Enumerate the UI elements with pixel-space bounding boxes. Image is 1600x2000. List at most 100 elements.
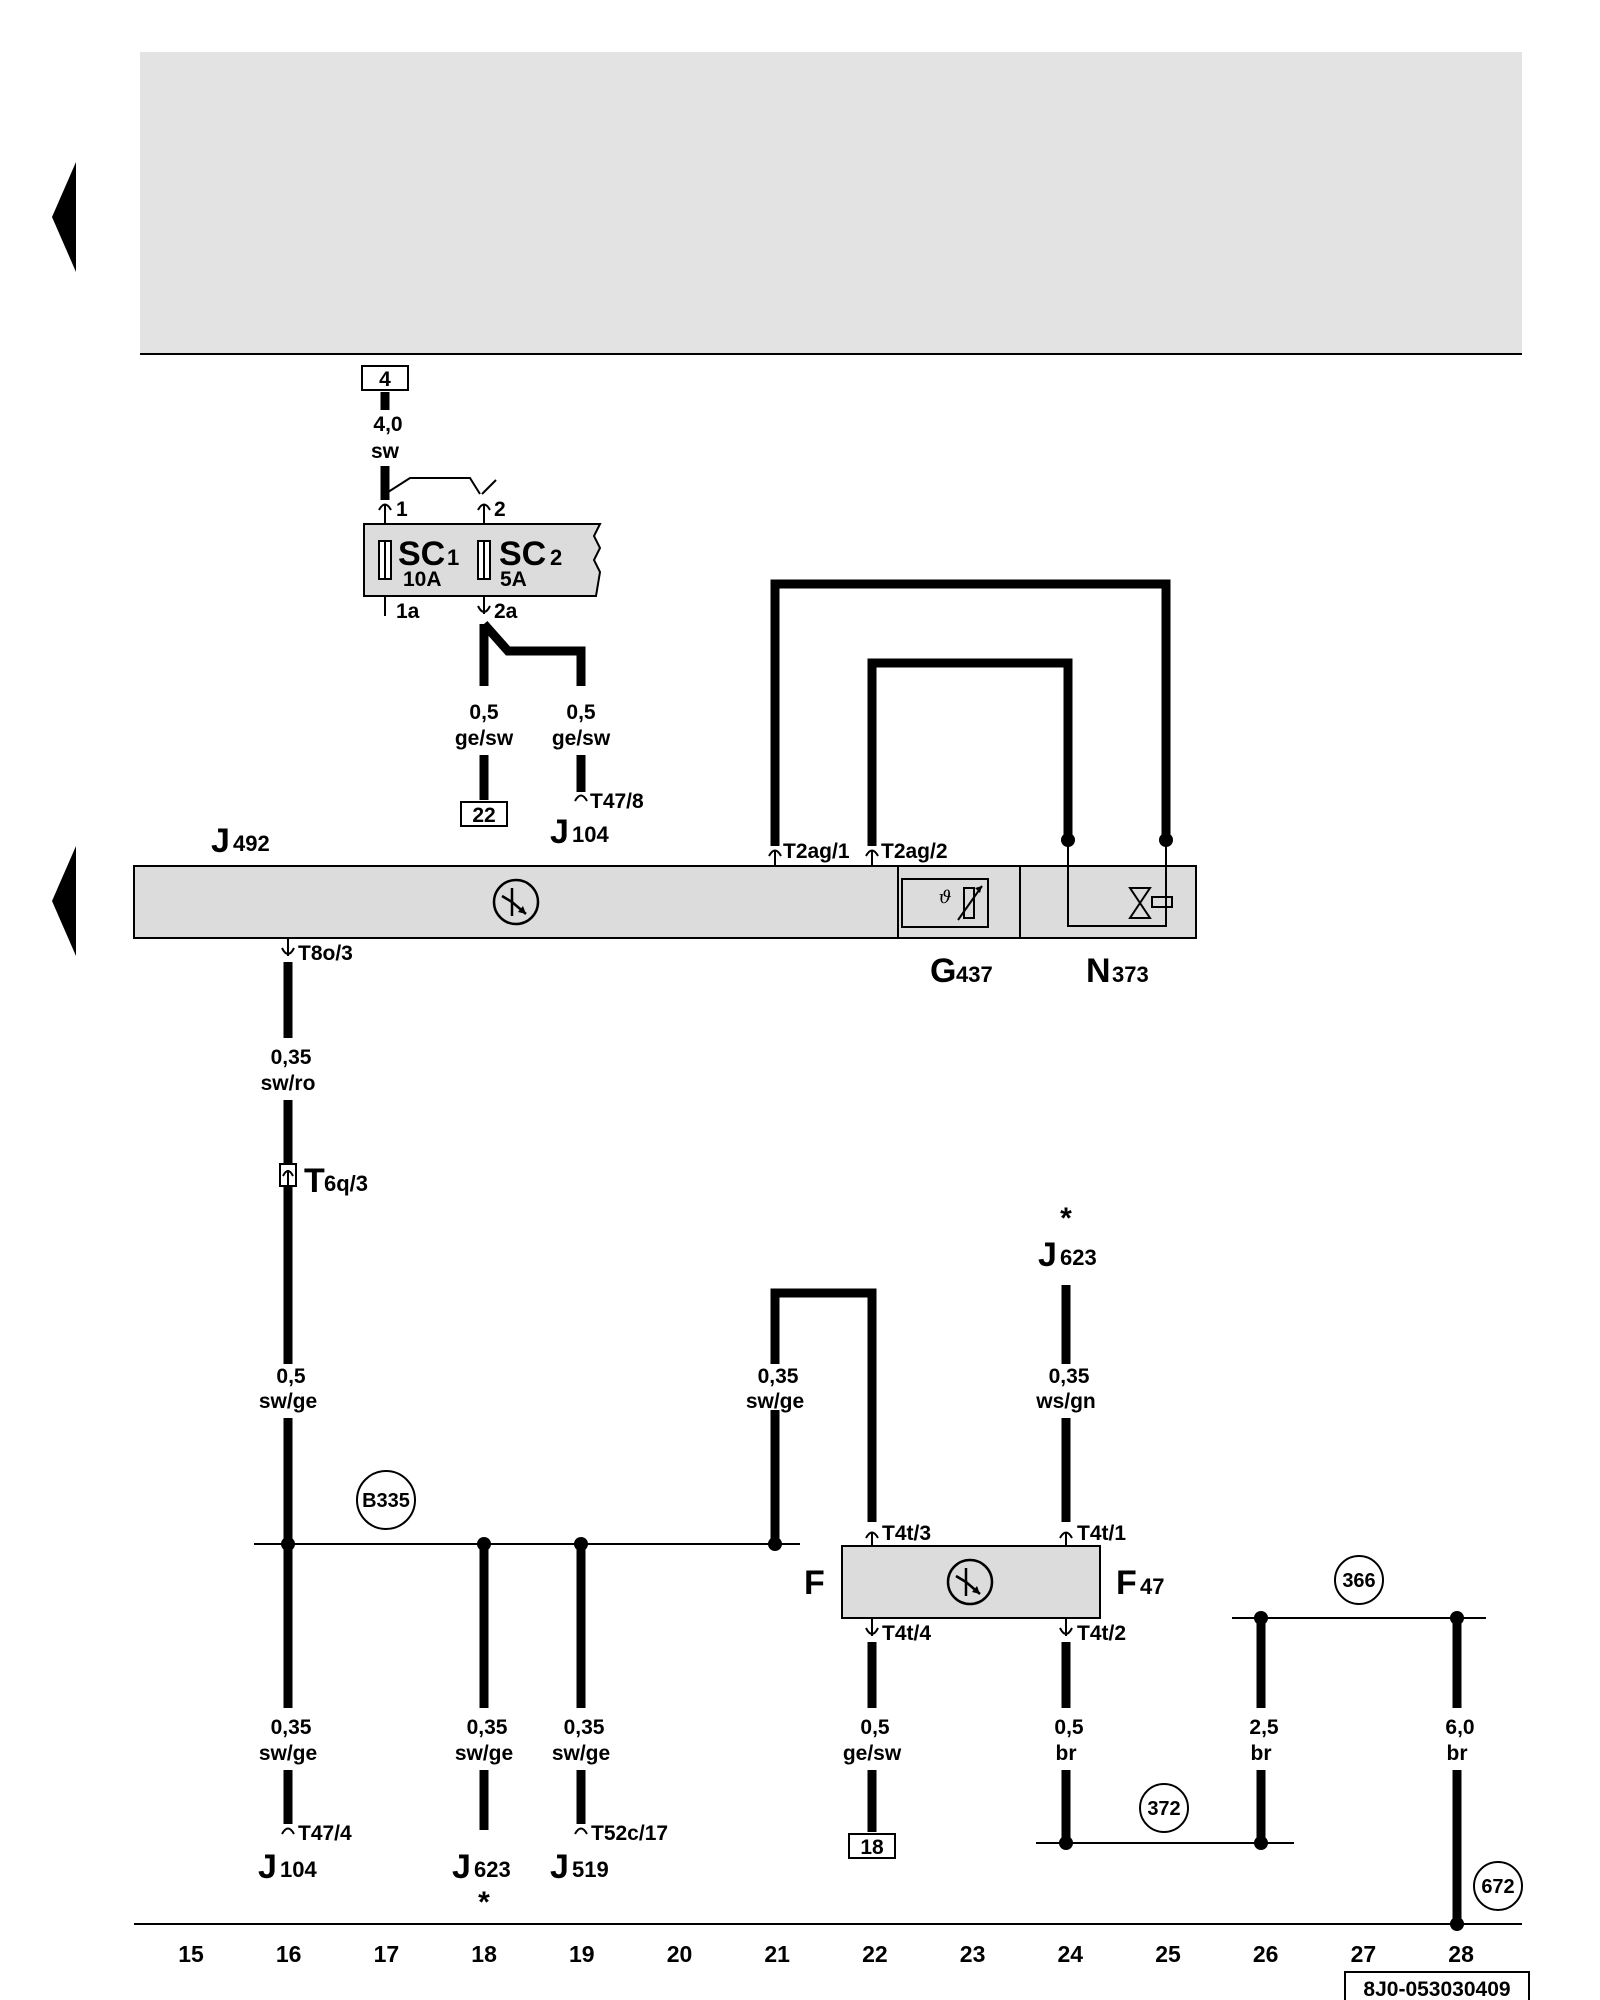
pin-t47-8: T47/8 bbox=[590, 790, 644, 813]
wire-loop-outer bbox=[770, 579, 1171, 846]
pin-t47-4: T47/4 bbox=[298, 1822, 352, 1845]
ref-box-18[interactable] bbox=[848, 1833, 896, 1859]
wire-2a-split bbox=[480, 621, 586, 686]
pin-marker-t4t-2 bbox=[1059, 1618, 1073, 1636]
wire-in-color: sw bbox=[371, 440, 400, 463]
wire-loop-inner bbox=[867, 658, 1073, 846]
comp-j104-bot-sub: 104 bbox=[280, 1857, 317, 1882]
wire-col18-low-color: sw/ge bbox=[455, 1742, 513, 1765]
wire-col22-low-size: 0,5 bbox=[860, 1716, 890, 1739]
column-number-19: 19 bbox=[569, 1941, 595, 1967]
circle-b335[interactable] bbox=[356, 1470, 416, 1530]
comp-j623-bot-mark: * bbox=[478, 1886, 490, 1919]
comp-f47-letter: F bbox=[1116, 1564, 1137, 1602]
circle-372[interactable] bbox=[1139, 1783, 1189, 1833]
fuse-sc1-name: SC bbox=[398, 535, 445, 573]
column-number-27: 27 bbox=[1351, 1941, 1377, 1967]
column-number-24: 24 bbox=[1058, 1941, 1084, 1967]
svg-text:ϑ: ϑ bbox=[939, 887, 952, 908]
control-unit-j492[interactable] bbox=[133, 865, 1197, 939]
pin-t4t-2: T4t/2 bbox=[1077, 1622, 1126, 1645]
comp-g437-letter: G bbox=[930, 952, 956, 990]
wire-col28-size: 6,0 bbox=[1445, 1716, 1474, 1739]
electronic-unit-icon bbox=[946, 1558, 994, 1606]
electronic-unit-icon bbox=[492, 878, 540, 926]
fuse-pin-1a: 1a bbox=[396, 600, 420, 623]
circle-672[interactable] bbox=[1473, 1861, 1523, 1911]
switch-f47[interactable] bbox=[841, 1545, 1101, 1619]
pin-t4t-1: T4t/1 bbox=[1077, 1522, 1126, 1545]
comp-j492-letter: J bbox=[211, 822, 230, 860]
column-number-25: 25 bbox=[1155, 1941, 1181, 1967]
wire-col28-color: br bbox=[1447, 1742, 1468, 1765]
comp-f47-sub: 47 bbox=[1140, 1574, 1164, 1599]
comp-f-left-letter: F bbox=[804, 1564, 825, 1602]
comp-j623-bot-sub: 623 bbox=[474, 1857, 511, 1882]
column-number-22: 22 bbox=[862, 1941, 888, 1967]
column-number-28: 28 bbox=[1448, 1941, 1474, 1967]
wire-t8o-size: 0,35 bbox=[271, 1046, 312, 1069]
column-number-23: 23 bbox=[960, 1941, 986, 1967]
pin-t8o-3: T8o/3 bbox=[298, 942, 353, 965]
ref-box-22[interactable] bbox=[460, 801, 508, 827]
fuse-sc1-rating: 10A bbox=[403, 568, 442, 591]
ref-box-4-label: 4 bbox=[379, 368, 391, 391]
comp-n373-sub: 373 bbox=[1112, 962, 1149, 987]
ref-box-22-label: 22 bbox=[472, 804, 495, 827]
doc-code-box bbox=[1344, 1971, 1530, 2000]
wire-col16-mid-color: sw/ge bbox=[259, 1390, 317, 1413]
fuse-sc2-sub: 2 bbox=[550, 545, 562, 570]
wire-col22-low-color: ge/sw bbox=[843, 1742, 902, 1765]
wire-2a-left-color: ge/sw bbox=[455, 727, 514, 750]
wire-col21-size: 0,35 bbox=[758, 1365, 799, 1388]
wire-2a-left-size: 0,5 bbox=[469, 701, 499, 724]
pin-marker-t8o-3 bbox=[281, 938, 295, 956]
wire-col26-size: 2,5 bbox=[1249, 1716, 1279, 1739]
pin-marker-t4t-1 bbox=[1059, 1531, 1073, 1546]
circle-366[interactable] bbox=[1334, 1555, 1384, 1605]
prev-section-arrow-icon[interactable] bbox=[52, 846, 76, 956]
solenoid-valve-icon bbox=[1128, 887, 1173, 919]
pin-marker-1 bbox=[378, 503, 392, 524]
wire-col24-low-color: br bbox=[1056, 1742, 1077, 1765]
circle-672-label: 672 bbox=[1481, 1876, 1514, 1898]
column-number-17: 17 bbox=[374, 1941, 400, 1967]
wire-col19-low-size: 0,35 bbox=[564, 1716, 605, 1739]
wire-col24-low-size: 0,5 bbox=[1054, 1716, 1084, 1739]
pin-marker-2a bbox=[477, 596, 491, 614]
comp-j623-top-letter: J bbox=[1038, 1236, 1057, 1274]
comp-t6q-letter: T bbox=[304, 1162, 325, 1200]
node-372-24 bbox=[1059, 1836, 1073, 1850]
wire-col24-top-size: 0,35 bbox=[1049, 1365, 1090, 1388]
wire-col16-low-color: sw/ge bbox=[259, 1742, 317, 1765]
comp-j519-sub: 519 bbox=[572, 1857, 609, 1882]
ref-box-18-label: 18 bbox=[860, 1836, 884, 1859]
comp-j623-bot-letter: J bbox=[452, 1848, 471, 1886]
wire-in-size: 4,0 bbox=[373, 413, 402, 436]
comp-j519-letter: J bbox=[550, 1848, 569, 1886]
pin-t4t-3: T4t/3 bbox=[882, 1522, 931, 1545]
fuse-bridge-tick bbox=[481, 479, 497, 495]
wire-col26-color: br bbox=[1251, 1742, 1272, 1765]
wire-col19-low-color: sw/ge bbox=[552, 1742, 610, 1765]
doc-code: 8J0-053030409 bbox=[1363, 1978, 1510, 2000]
prev-page-arrow-icon[interactable] bbox=[52, 162, 76, 272]
temperature-sensor-icon: ϑ bbox=[939, 885, 983, 921]
column-number-20: 20 bbox=[667, 1941, 693, 1967]
wire-col24-top-color: ws/gn bbox=[1035, 1390, 1096, 1413]
comp-t6q-sub: 6q/3 bbox=[324, 1171, 368, 1196]
ref-box-4[interactable] bbox=[361, 365, 409, 391]
comp-j104-bot-letter: J bbox=[258, 1848, 277, 1886]
comp-g437-sub: 437 bbox=[956, 962, 993, 987]
comp-n373-letter: N bbox=[1086, 952, 1111, 990]
pin-t52c-17: T52c/17 bbox=[591, 1822, 668, 1845]
column-number-26: 26 bbox=[1253, 1941, 1279, 1967]
comp-j623-top-sub: 623 bbox=[1060, 1245, 1097, 1270]
fuse-pin-1: 1 bbox=[396, 498, 408, 521]
column-number-21: 21 bbox=[764, 1941, 790, 1967]
column-number-18: 18 bbox=[471, 1941, 497, 1967]
pin-marker-t47-4 bbox=[281, 1827, 295, 1835]
pin-marker-2 bbox=[477, 503, 491, 524]
comp-j492-sub: 492 bbox=[233, 831, 270, 856]
wire-col16-mid-size: 0,5 bbox=[276, 1365, 306, 1388]
